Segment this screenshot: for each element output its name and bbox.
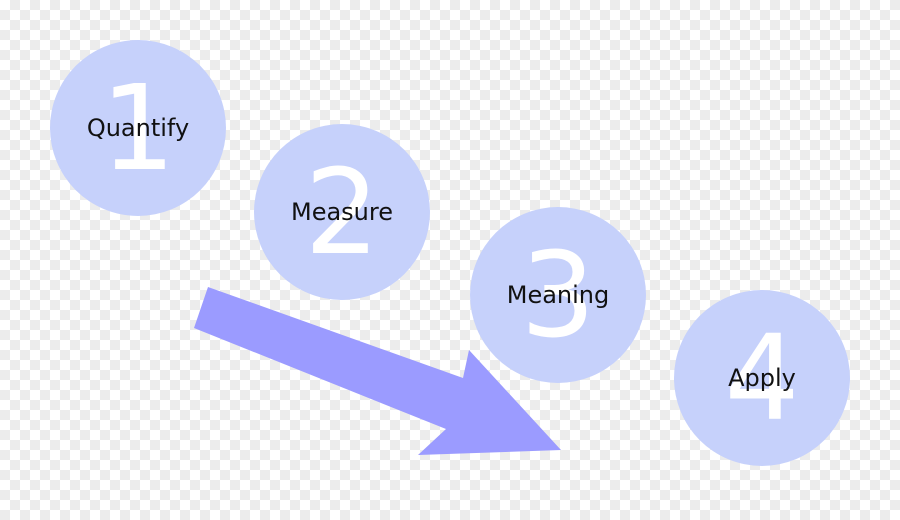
step-4-circle: 4 Apply <box>674 290 850 466</box>
arrow-shape <box>194 287 561 455</box>
step-1-number: 1 <box>100 59 176 197</box>
step-2-label: Measure <box>291 198 393 226</box>
step-1-circle: 1 Quantify <box>50 40 226 216</box>
step-2-number: 2 <box>304 143 380 281</box>
step-4-number: 4 <box>724 309 800 447</box>
step-2-circle: 2 Measure <box>254 124 430 300</box>
step-1-label: Quantify <box>86 114 190 142</box>
step-3-number: 3 <box>520 226 596 364</box>
step-3-label: Meaning <box>506 281 610 309</box>
step-3-circle: 3 Meaning <box>470 207 646 383</box>
step-4-label: Apply <box>728 364 796 392</box>
